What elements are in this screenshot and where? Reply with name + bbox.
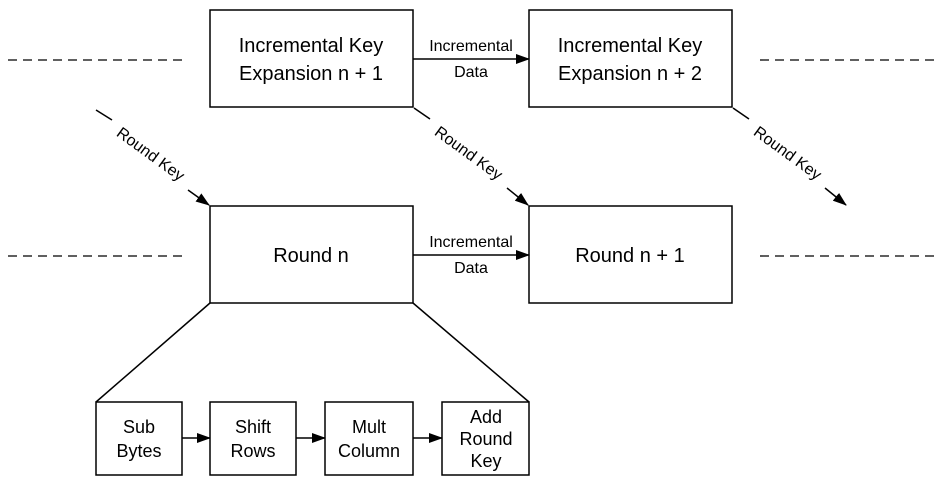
key-expansion-n1-line2: Expansion n + 1	[239, 63, 383, 85]
top-incremental-data-arrow: Incremental Data	[413, 38, 530, 81]
round-n1-box: Round n + 1	[528, 205, 733, 304]
round-n-label: Round n	[273, 245, 349, 267]
bottom-arrow-label-line1: Incremental	[429, 234, 513, 251]
bottom-arrow-label-line2: Data	[454, 260, 488, 277]
sub-step-shift-rows: Shift Rows	[209, 401, 297, 476]
round-n1-label: Round n + 1	[575, 245, 685, 267]
expansion-line-right	[412, 302, 530, 403]
mult-column-line1: Mult	[352, 417, 386, 437]
key-expansion-n1-line1: Incremental Key	[239, 35, 384, 57]
bottom-incremental-data-arrow: Incremental Data	[413, 234, 530, 277]
top-arrow-label-line1: Incremental	[429, 38, 513, 55]
round-key-arrow-left: Round Key	[95, 109, 210, 206]
round-key-label-middle: Round Key	[431, 124, 505, 184]
expansion-line-left	[95, 302, 211, 403]
sub-step-add-round-key: Add Round Key	[441, 401, 530, 476]
sub-bytes-line2: Bytes	[116, 441, 161, 461]
add-round-key-line1: Add	[470, 407, 502, 427]
key-expansion-n2-line2: Expansion n + 2	[558, 63, 702, 85]
shift-rows-line1: Shift	[235, 417, 271, 437]
key-expansion-n1-box: Incremental Key Expansion n + 1	[209, 9, 414, 108]
add-round-key-line2: Round	[459, 429, 512, 449]
key-expansion-n2-box: Incremental Key Expansion n + 2	[528, 9, 733, 108]
round-key-arrow-middle: Round Key	[413, 107, 529, 206]
round-key-arrow-right: Round Key	[732, 107, 847, 206]
sub-step-mult-column: Mult Column	[324, 401, 414, 476]
top-arrow-label-line2: Data	[454, 64, 488, 81]
round-n-box: Round n	[209, 205, 414, 304]
sub-bytes-line1: Sub	[123, 417, 155, 437]
round-key-label-right: Round Key	[750, 124, 824, 184]
shift-rows-line2: Rows	[230, 441, 275, 461]
add-round-key-line3: Key	[470, 451, 501, 471]
sub-step-sub-bytes: Sub Bytes	[95, 401, 183, 476]
mult-column-line2: Column	[338, 441, 400, 461]
round-key-label-left: Round Key	[113, 125, 187, 185]
key-expansion-n2-line1: Incremental Key	[558, 35, 703, 57]
